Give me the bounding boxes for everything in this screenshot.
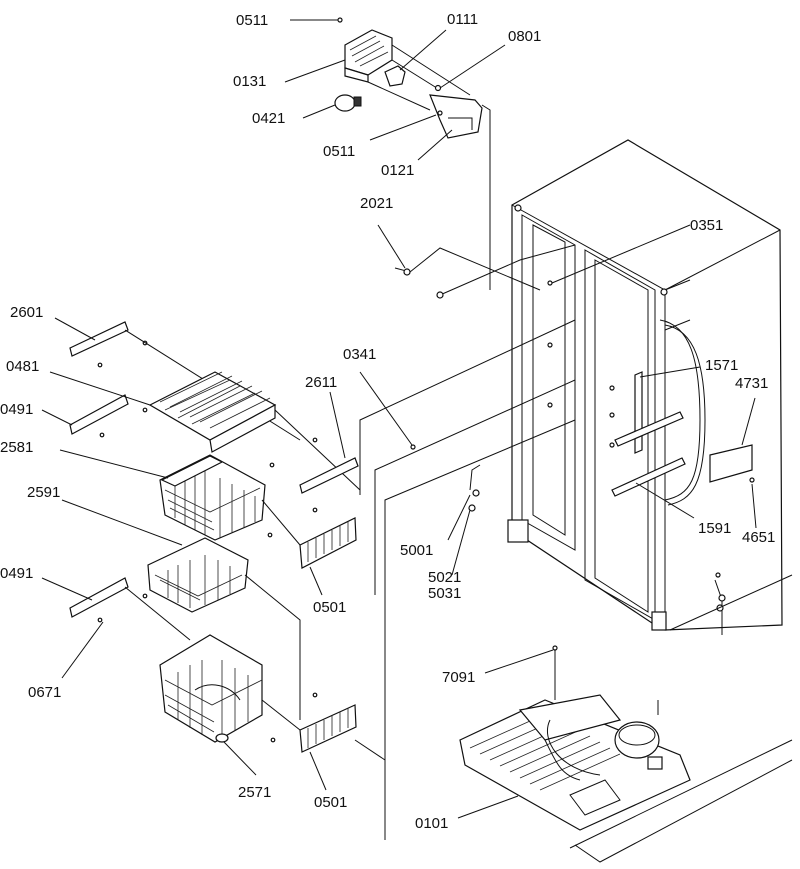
label-5031: 5031 (428, 585, 461, 602)
label-2611: 2611 (305, 374, 337, 391)
label-0481: 0481 (6, 358, 39, 375)
label-1591: 1591 (698, 520, 731, 537)
wire-shelf-0481 (148, 371, 277, 453)
label-0491-top: 0491 (0, 401, 33, 418)
refrigerator-cabinet (507, 139, 783, 631)
label-0101: 0101 (415, 815, 448, 832)
label-2581: 2581 (0, 439, 33, 456)
label-5021: 5021 (428, 569, 461, 586)
label-2021: 2021 (360, 195, 393, 212)
label-0511-top: 0511 (236, 12, 268, 29)
label-2571: 2571 (238, 784, 271, 801)
screw-0801 (434, 84, 442, 92)
shelf-rail-2611 (299, 457, 359, 494)
shelf-support-1591 (611, 457, 686, 497)
label-2591: 2591 (27, 484, 60, 501)
basket-2591 (147, 537, 249, 613)
compressor (614, 721, 660, 759)
label-0801: 0801 (508, 28, 541, 45)
light-housing-0131 (344, 29, 393, 83)
light-bulb-0421 (334, 94, 362, 112)
label-0121: 0121 (381, 162, 414, 179)
label-4651: 4651 (742, 529, 775, 546)
label-0131: 0131 (233, 73, 266, 90)
machine-base-0101 (459, 694, 691, 831)
basket-2571 (159, 634, 263, 743)
label-0491-bottom: 0491 (0, 565, 33, 582)
screw-2021 (403, 268, 411, 276)
label-2601: 2601 (10, 304, 43, 321)
label-0341: 0341 (343, 346, 376, 363)
label-0501-top: 0501 (313, 599, 346, 616)
shelf-rail-0491-top (69, 394, 129, 435)
light-shield-0121 (429, 94, 483, 139)
light-socket-0111 (384, 65, 406, 87)
label-7091: 7091 (442, 669, 475, 686)
label-0671: 0671 (28, 684, 61, 701)
label-0421: 0421 (252, 110, 285, 127)
cover-4731 (709, 444, 753, 483)
basket-2581 (159, 454, 266, 541)
label-1571: 1571 (705, 357, 738, 374)
shelf-support-1571 (614, 371, 684, 454)
shelf-rail-0491-bottom (69, 577, 129, 618)
screw-0351 (547, 280, 553, 286)
label-0511-mid: 0511 (323, 143, 355, 160)
drawer-front-0501-top (299, 517, 357, 569)
screw-0511-top (337, 17, 343, 23)
label-0111: 0111 (447, 11, 478, 28)
label-0501-bottom: 0501 (314, 794, 347, 811)
screw-0341 (410, 444, 416, 450)
shelf-rail-2601 (69, 321, 129, 357)
label-5001: 5001 (400, 542, 433, 559)
drawer-front-0501-bottom (299, 704, 357, 753)
label-4731: 4731 (735, 375, 768, 392)
label-0351: 0351 (690, 217, 723, 234)
screw-4651 (749, 477, 755, 483)
screw-0511-mid (437, 110, 443, 116)
